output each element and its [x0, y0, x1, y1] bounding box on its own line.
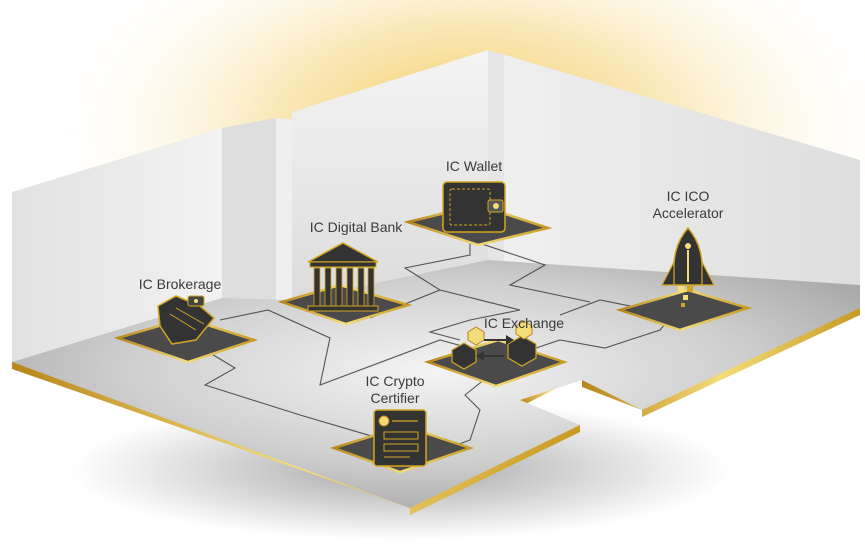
- label-wallet: IC Wallet: [430, 158, 518, 175]
- node-exchange[interactable]: [424, 320, 568, 388]
- rocket-icon: [661, 226, 715, 307]
- wall-back-left: [292, 50, 488, 300]
- node-wallet[interactable]: [403, 181, 553, 247]
- exchange-arrows-icon: [451, 320, 537, 370]
- label-exchange-line-1: IC Exchange: [483, 315, 565, 331]
- node-brokerage[interactable]: [113, 295, 259, 364]
- pit-digital-bank: [277, 283, 413, 326]
- label-brokerage: IC Brokerage: [128, 276, 232, 293]
- label-ico-accelerator-line-2: Accelerator: [652, 205, 724, 221]
- label-wallet-line-1: IC Wallet: [445, 158, 503, 174]
- pit-ico-accelerator: [615, 288, 753, 332]
- node-digital-bank[interactable]: [277, 242, 413, 326]
- wallet-icon: [442, 181, 506, 233]
- node-crypto-certifier[interactable]: [330, 409, 474, 474]
- handshake-icon: [157, 295, 216, 345]
- label-exchange: IC Exchange: [474, 315, 574, 332]
- wall-back-right: [488, 50, 860, 285]
- label-digital-bank: IC Digital Bank: [296, 219, 416, 236]
- label-crypto-certifier-line-1: IC Crypto: [365, 373, 425, 389]
- label-digital-bank-line-1: IC Digital Bank: [309, 219, 403, 235]
- node-ico-accelerator[interactable]: [615, 226, 753, 332]
- label-ico-accelerator-line-1: IC ICO: [666, 188, 710, 204]
- bank-building-icon: [307, 242, 379, 312]
- floor: [12, 260, 860, 508]
- label-crypto-certifier-line-2: Certifier: [370, 390, 420, 406]
- label-crypto-certifier: IC Crypto Certifier: [350, 373, 440, 407]
- certificate-icon: [373, 409, 427, 467]
- label-brokerage-line-1: IC Brokerage: [138, 276, 222, 292]
- label-ico-accelerator: IC ICO Accelerator: [636, 188, 740, 222]
- wall-pillar-front: [222, 118, 276, 302]
